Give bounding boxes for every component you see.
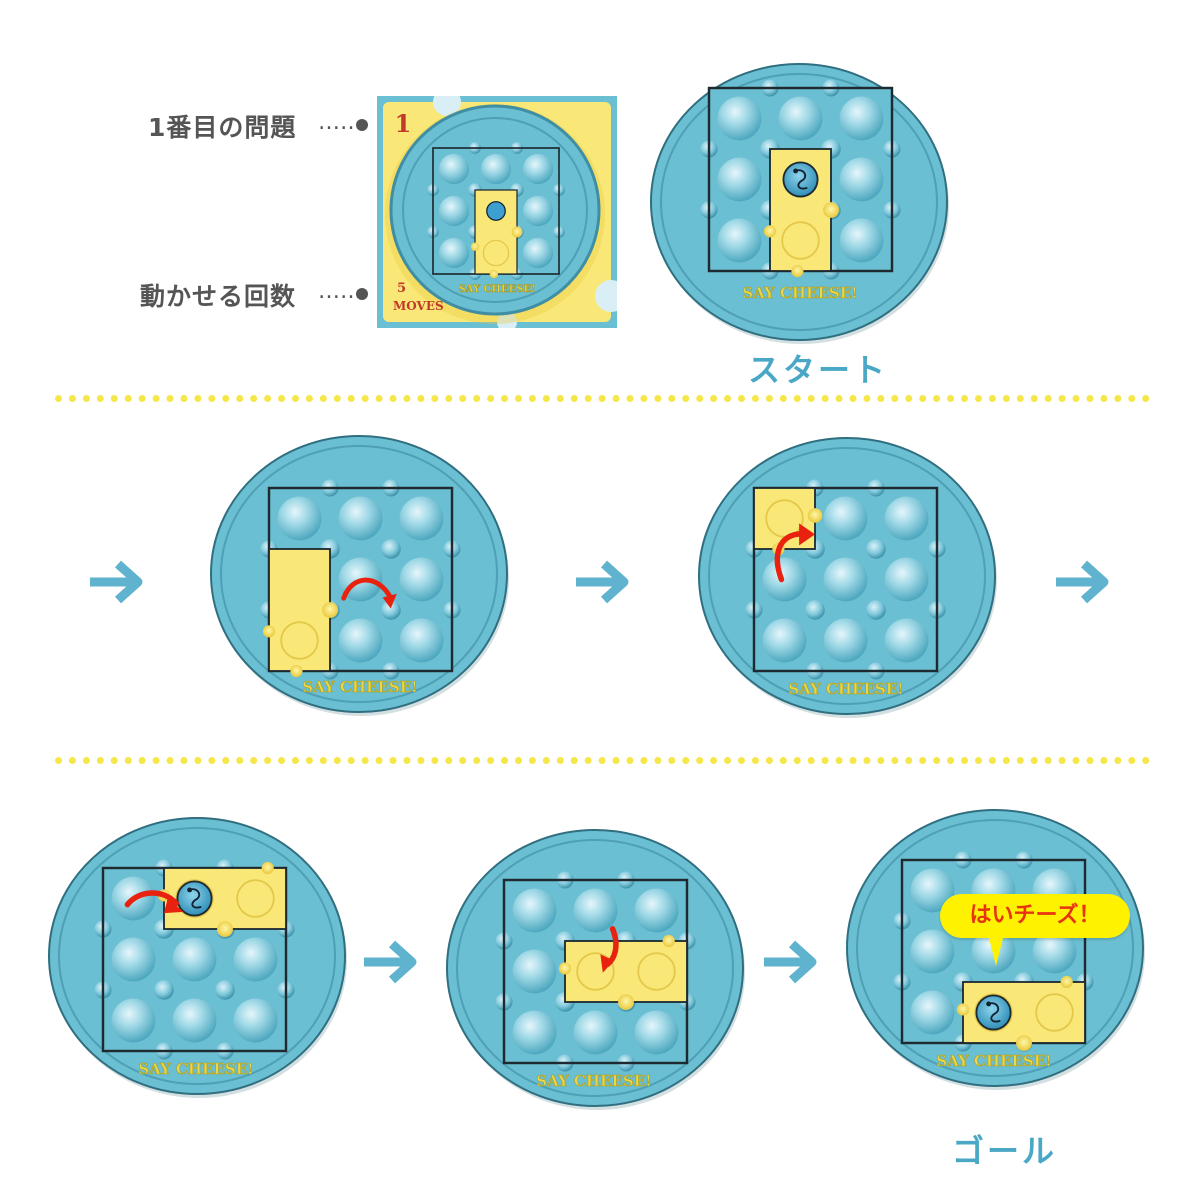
card-number: 1 xyxy=(395,109,412,138)
speech-bubble-tail xyxy=(988,934,1004,966)
right-arrow-icon xyxy=(764,940,817,984)
speech-bubble: はいチーズ！ xyxy=(940,894,1130,938)
right-arrow-icon xyxy=(1056,560,1109,604)
step-board-1: SAY CHEESE! xyxy=(208,430,514,720)
step-board-2: SAY CHEESE! xyxy=(696,432,1002,722)
right-arrow-icon xyxy=(90,560,143,604)
card-moves-word: MOVES xyxy=(393,299,444,313)
goal-brand: SAY CHEESE! xyxy=(936,1052,1051,1070)
right-arrow-icon xyxy=(364,940,417,984)
goal-label: ゴール xyxy=(952,1132,1058,1170)
curved-arrow-icon xyxy=(774,523,815,583)
step4-brand: SAY CHEESE! xyxy=(536,1072,651,1090)
problem-number-leader-dot xyxy=(356,119,368,131)
card-brand: SAY CHEESE! xyxy=(459,284,536,295)
start-board-brand: SAY CHEESE! xyxy=(742,284,857,302)
problem-number-label: 1番目の問題 xyxy=(148,113,297,142)
right-arrow-icon xyxy=(576,560,629,604)
moves-count-leader-dot xyxy=(356,288,368,300)
curved-arrow-icon xyxy=(600,926,619,973)
step-board-3: SAY CHEESE! xyxy=(46,812,352,1102)
problem-number-leader: …… xyxy=(318,110,362,135)
step2-brand: SAY CHEESE! xyxy=(788,680,903,698)
step-board-4: SAY CHEESE! xyxy=(444,824,750,1114)
curved-arrow-icon xyxy=(124,890,184,914)
card-moves-number: 5 xyxy=(397,281,406,296)
flow-arrow-1 xyxy=(88,560,148,608)
flow-arrow-5 xyxy=(762,940,822,988)
separator-top xyxy=(55,395,1150,402)
challenge-card: SAY CHEESE! 1 5 MOVES xyxy=(377,88,627,332)
start-label: スタート xyxy=(748,351,889,389)
step1-brand: SAY CHEESE! xyxy=(302,678,417,696)
moves-count-leader: …… xyxy=(318,279,362,304)
separator-bottom xyxy=(55,757,1150,764)
flow-arrow-2 xyxy=(574,560,634,608)
moves-count-label: 動かせる回数 xyxy=(140,282,297,311)
flow-arrow-4 xyxy=(362,940,422,988)
start-board: SAY CHEESE! xyxy=(648,58,954,348)
step3-brand: SAY CHEESE! xyxy=(138,1060,253,1078)
flow-arrow-3 xyxy=(1054,560,1114,608)
